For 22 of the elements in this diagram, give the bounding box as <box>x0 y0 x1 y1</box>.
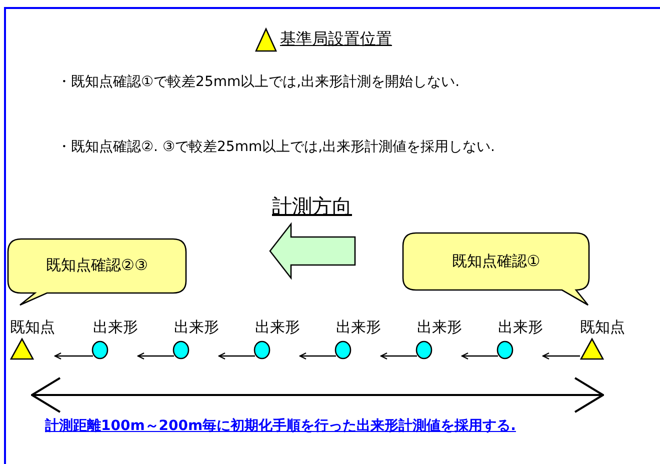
note-text: ・既知点確認①で較差25mm以上では,出来形計測を開始しない. <box>57 73 460 91</box>
measure-point: 出来形 <box>93 318 138 360</box>
measure-point: 出来形 <box>336 318 381 360</box>
speech-bubble: 既知点確認① <box>402 232 590 305</box>
distance-note: 計測距離100m～200m毎に初期化手順を行った出来形計測値を採用する. <box>45 417 516 435</box>
measure-point: 出来形 <box>498 318 543 360</box>
arrow <box>299 352 336 360</box>
arrow <box>380 352 417 360</box>
arrow <box>218 352 255 360</box>
measure-point: 出来形 <box>174 318 219 360</box>
speech-bubble: 既知点確認②③ <box>7 238 187 305</box>
arrow <box>137 352 174 360</box>
measure-point: 出来形 <box>255 318 300 360</box>
arrow <box>54 352 93 360</box>
arrow <box>461 352 498 360</box>
direction-label: 計測方向 <box>272 193 352 220</box>
measure-point: 出来形 <box>417 318 462 360</box>
title: 基準局設置位置 <box>280 29 392 50</box>
arrow <box>542 352 580 360</box>
known-point: 既知点 <box>580 318 625 360</box>
note-text: ・既知点確認②. ③で較差25mm以上では,出来形計測値を採用しない. <box>57 138 495 156</box>
known-point: 既知点 <box>10 318 55 360</box>
